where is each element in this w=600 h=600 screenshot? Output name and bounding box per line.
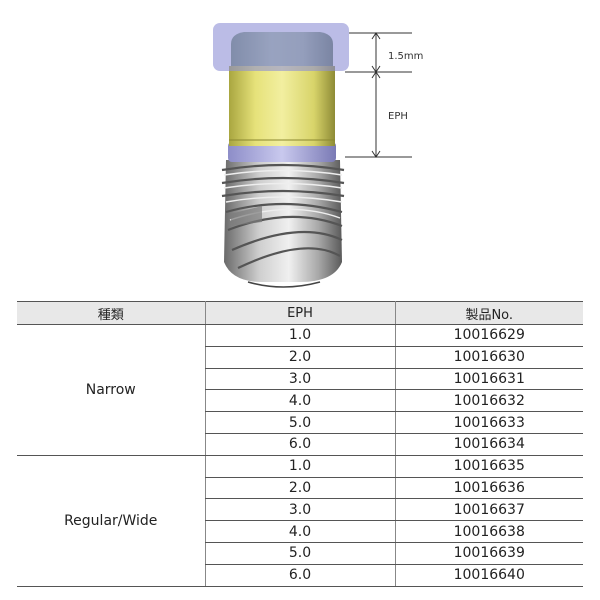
eph-cell: 6.0 <box>204 564 395 587</box>
header-product-no: 製品No. <box>394 301 583 325</box>
table-row: 5.0 10016639 <box>17 542 583 565</box>
table-row: 2.0 10016636 <box>17 477 583 500</box>
eph-cell: 5.0 <box>204 411 395 434</box>
eph-cell: 2.0 <box>204 477 395 500</box>
table-row: 6.0 10016634 <box>17 433 583 456</box>
table-row: Narrow 1.0 10016629 <box>17 324 583 456</box>
table-row: Regular/Wide 1.0 10016635 <box>17 455 583 587</box>
product-no-cell: 10016640 <box>394 564 583 587</box>
header-type: 種類 <box>17 301 206 325</box>
type-cell: Regular/Wide <box>17 455 205 587</box>
product-no-cell: 10016639 <box>394 542 583 565</box>
table-row: 3.0 10016637 <box>17 498 583 522</box>
implant-threads <box>221 160 345 288</box>
eph-cell: 4.0 <box>204 520 395 543</box>
dimension-lines <box>345 32 412 158</box>
product-illustration: 1.5mm EPH <box>0 0 600 292</box>
dim-label-eph: EPH <box>388 111 408 122</box>
abutment-collar <box>228 142 336 162</box>
eph-cell: 3.0 <box>204 368 395 391</box>
abutment-body <box>229 66 335 146</box>
table-row: 3.0 10016631 <box>17 368 583 391</box>
table-row: 4.0 10016632 <box>17 389 583 413</box>
type-cell: Narrow <box>17 324 205 456</box>
eph-cell: 3.0 <box>204 498 395 522</box>
product-no-cell: 10016637 <box>394 498 583 522</box>
table-row: 6.0 10016640 <box>17 564 583 587</box>
dim-label-top: 1.5mm <box>388 51 423 62</box>
eph-cell: 2.0 <box>204 346 395 369</box>
eph-cell: 1.0 <box>204 324 395 347</box>
eph-cell: 1.0 <box>204 455 395 478</box>
table-row: 5.0 10016633 <box>17 411 583 434</box>
product-no-cell: 10016633 <box>394 411 583 434</box>
eph-cell: 4.0 <box>204 389 395 413</box>
highlight-box <box>213 23 349 71</box>
product-no-cell: 10016638 <box>394 520 583 543</box>
product-no-cell: 10016629 <box>394 324 583 347</box>
table-row: 4.0 10016638 <box>17 520 583 543</box>
product-table: 種類 EPH 製品No. Narrow 1.0 10016629 2.0 100… <box>17 301 583 587</box>
product-no-cell: 10016636 <box>394 477 583 500</box>
eph-cell: 5.0 <box>204 542 395 565</box>
table-row: 2.0 10016630 <box>17 346 583 369</box>
table-header-row: 種類 EPH 製品No. <box>17 301 583 325</box>
eph-cell: 6.0 <box>204 433 395 456</box>
header-eph: EPH <box>204 301 396 325</box>
product-no-cell: 10016630 <box>394 346 583 369</box>
healing-abutment-diagram: 1.5mm EPH <box>213 23 423 288</box>
product-no-cell: 10016631 <box>394 368 583 391</box>
product-no-cell: 10016635 <box>394 455 583 478</box>
product-no-cell: 10016634 <box>394 433 583 456</box>
product-no-cell: 10016632 <box>394 389 583 413</box>
